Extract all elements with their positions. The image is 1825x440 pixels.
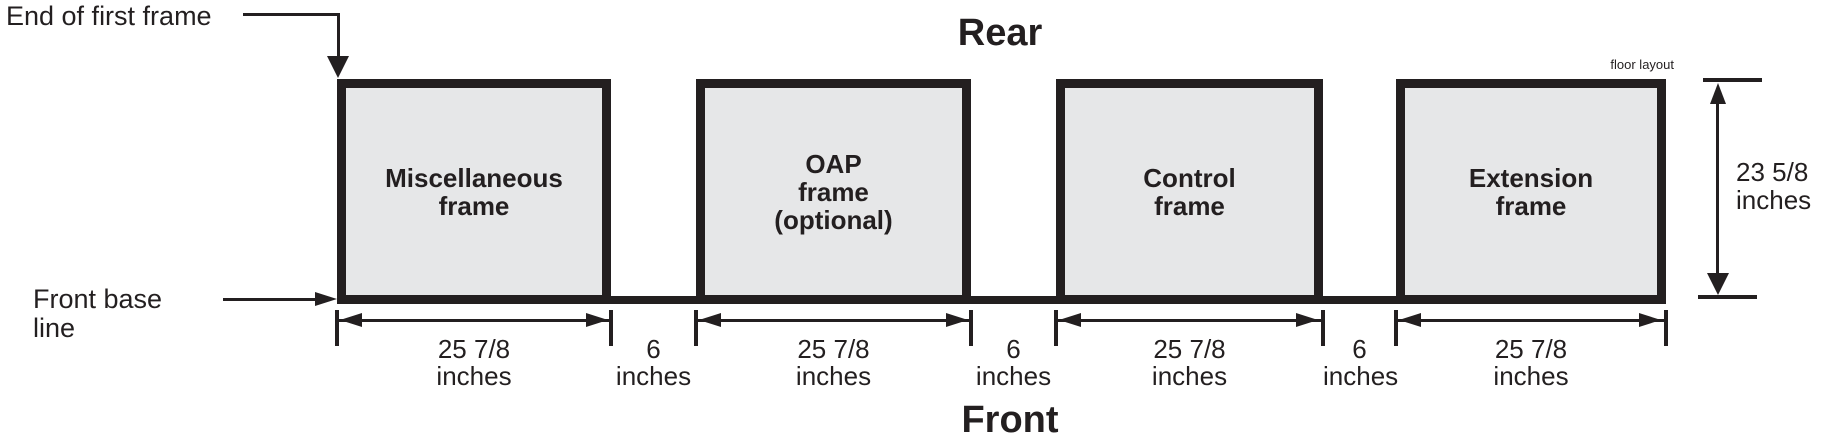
right-arrowhead-icon [586, 313, 608, 327]
left-arrowhead-icon [1059, 313, 1081, 327]
width-dimension-label: 25 7/8 inches [1493, 334, 1569, 391]
front-base-line-label: Front base line [33, 284, 163, 343]
frame-box-extension: Extension frame [1396, 79, 1666, 304]
width-dimension-line [698, 319, 969, 322]
width-dimension-label: 25 7/8 inches [1151, 334, 1228, 391]
width-dimension-label: 25 7/8 inches [795, 334, 872, 391]
front-title: Front [961, 399, 1059, 440]
dimension-tick [694, 310, 698, 346]
frame-box-oap: OAP frame (optional) [696, 79, 971, 304]
front-base-line-leader [223, 298, 317, 301]
front-base-line [337, 296, 1666, 304]
width-dimension-line [1398, 319, 1664, 322]
up-arrowhead-icon [1710, 83, 1726, 104]
left-arrowhead-icon [340, 313, 362, 327]
dimension-tick [1321, 310, 1325, 346]
width-dimension-label: 25 7/8 inches [436, 334, 512, 391]
down-arrowhead-icon [1707, 273, 1729, 295]
right-arrowhead-icon [1296, 313, 1318, 327]
right-arrowhead-icon [946, 313, 968, 327]
dimension-tick [1054, 310, 1058, 346]
gap-dimension-label: 6 inches [1323, 334, 1399, 391]
right-arrowhead-icon [1639, 313, 1661, 327]
frame-box-miscellaneous: Miscellaneous frame [337, 79, 611, 304]
dimension-tick [1664, 310, 1668, 346]
rear-title: Rear [957, 12, 1043, 54]
end-of-first-frame-leader-horizontal [243, 13, 339, 16]
dimension-tick [609, 310, 613, 346]
left-arrowhead-icon [699, 313, 721, 327]
frame-label-control: Control frame [1143, 162, 1236, 221]
end-of-first-frame-leader-vertical [337, 13, 340, 58]
depth-top-tick [1703, 78, 1762, 82]
dimension-tick [335, 310, 339, 346]
dimension-tick [1394, 310, 1398, 346]
gap-dimension-label: 6 inches [975, 334, 1052, 391]
depth-dimension-label: 23 5/8 inches [1736, 157, 1812, 215]
floor-layout-label: floor layout [1610, 57, 1674, 72]
width-dimension-line [1058, 319, 1321, 322]
frame-box-control: Control frame [1056, 79, 1323, 304]
dimension-tick [969, 310, 973, 346]
frame-label-oap: OAP frame (optional) [774, 148, 893, 235]
frame-label-extension: Extension frame [1468, 162, 1594, 221]
width-dimension-line [339, 319, 609, 322]
depth-dimension-line [1716, 92, 1719, 284]
gap-dimension-label: 6 inches [615, 334, 692, 391]
depth-bottom-tick [1698, 295, 1757, 299]
down-arrowhead-icon [327, 56, 349, 78]
left-arrowhead-icon [1399, 313, 1421, 327]
end-of-first-frame-label: End of first frame [6, 1, 212, 31]
frame-label-miscellaneous: Miscellaneous frame [385, 162, 563, 221]
right-arrowhead-icon [315, 292, 337, 306]
